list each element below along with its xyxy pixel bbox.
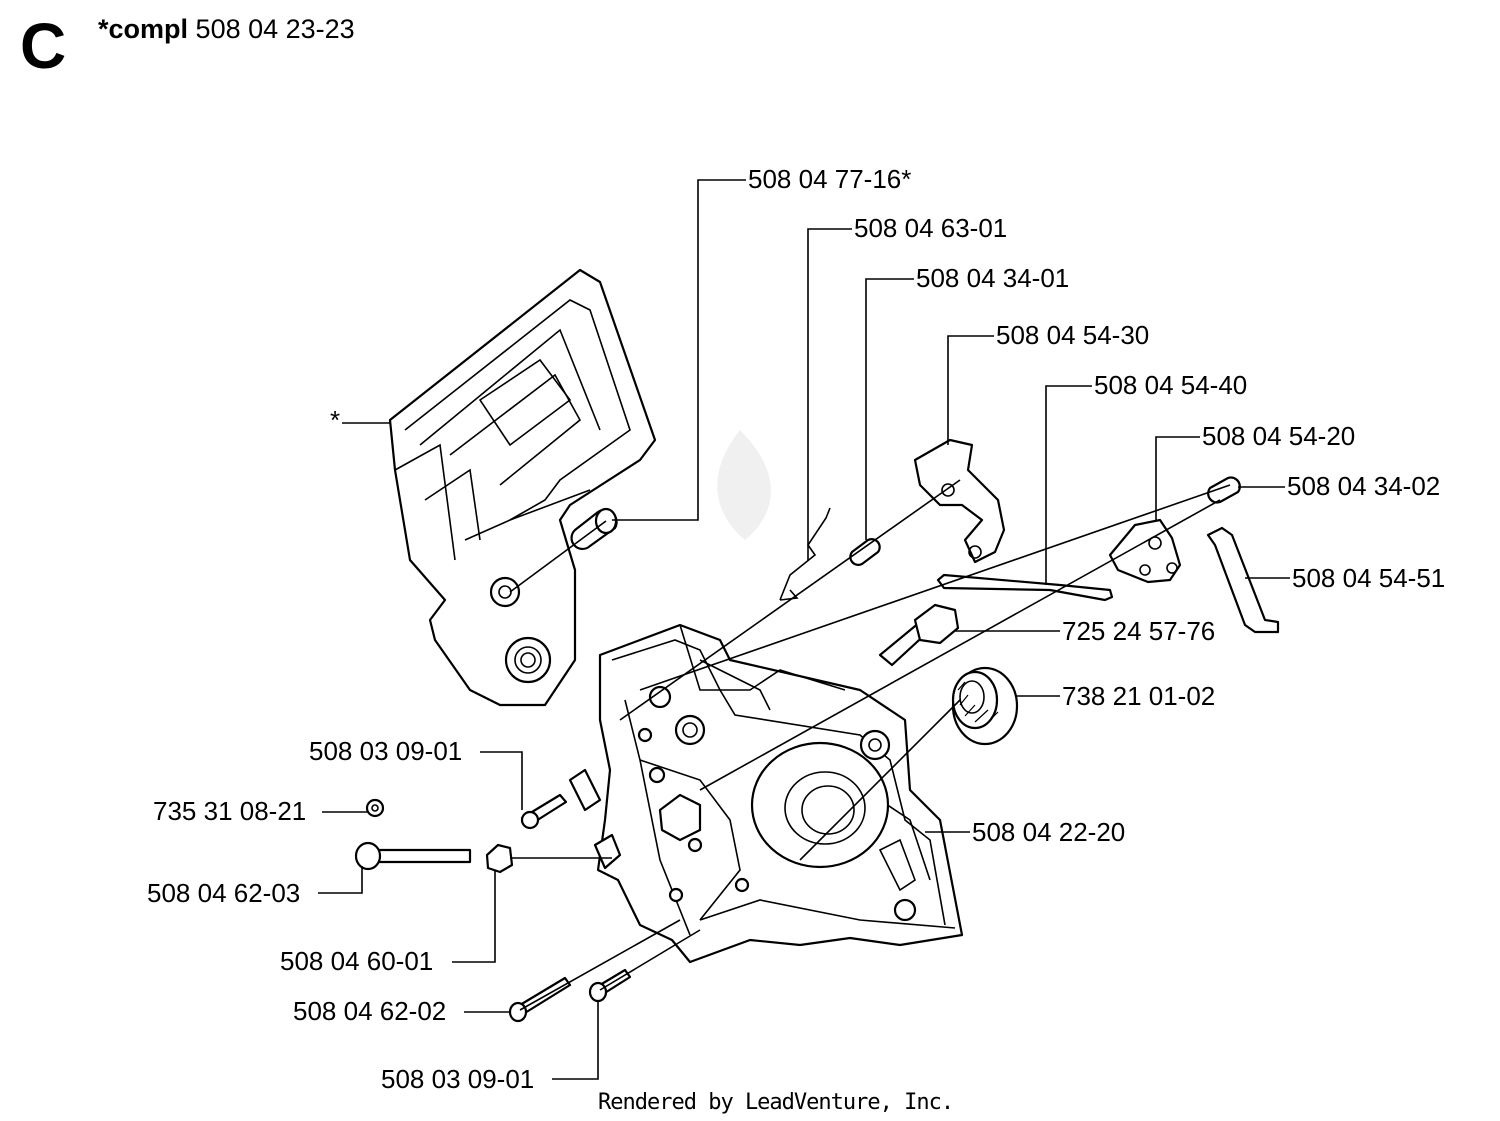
clutch-cover-drawing xyxy=(568,623,964,964)
part-label-508-04-34-02[interactable]: 508 04 34-02 xyxy=(1287,471,1441,501)
complete-assembly-title: *compl 508 04 23-23 xyxy=(98,16,355,43)
part-label-508-04-34-01[interactable]: 508 04 34-01 xyxy=(916,263,1070,293)
part-label-738-21-01-02[interactable]: 738 21 01-02 xyxy=(1062,681,1216,711)
part-label-508-04-22-20[interactable]: 508 04 22-20 xyxy=(972,817,1126,847)
bearing-drawing xyxy=(951,666,1019,746)
part-label-508-03-09-01-upper[interactable]: 508 03 09-01 xyxy=(309,736,463,766)
crank-drawing xyxy=(1206,526,1280,634)
part-label-508-04-54-51[interactable]: 508 04 54-51 xyxy=(1292,563,1446,593)
part-label-735-31-08-21[interactable]: 735 31 08-21 xyxy=(153,796,307,826)
part-label-508-04-62-02[interactable]: 508 04 62-02 xyxy=(293,996,447,1026)
brake-lever-drawing xyxy=(1108,518,1182,584)
part-label-725-24-57-76[interactable]: 725 24 57-76 xyxy=(1062,616,1216,646)
part-label-508-03-09-01-lower[interactable]: 508 03 09-01 xyxy=(381,1064,535,1094)
bushing-2-drawing xyxy=(1207,476,1241,504)
section-letter: C xyxy=(20,10,67,82)
chain-brake-guard-drawing xyxy=(388,268,657,707)
spring-drawing xyxy=(779,507,831,601)
watermark-flame xyxy=(717,430,771,540)
part-label-508-04-60-01[interactable]: 508 04 60-01 xyxy=(280,946,434,976)
compl-prefix: *compl xyxy=(98,14,189,44)
lever-drawing xyxy=(913,438,1006,564)
bushing-drawing xyxy=(849,538,881,566)
small-parts-drawing xyxy=(354,793,632,1023)
part-label-508-04-62-03[interactable]: 508 04 62-03 xyxy=(147,878,301,908)
part-label-508-04-63-01[interactable]: 508 04 63-01 xyxy=(854,213,1008,243)
screw-drawing xyxy=(878,603,960,667)
part-label-508-04-54-30[interactable]: 508 04 54-30 xyxy=(996,320,1150,350)
rendered-by-footer: Rendered by LeadVenture, Inc. xyxy=(598,1090,954,1115)
link-rod-drawing xyxy=(936,573,1114,602)
part-label-508-04-54-20[interactable]: 508 04 54-20 xyxy=(1202,421,1356,451)
compl-part-number: 508 04 23-23 xyxy=(195,14,355,44)
star-marker-label: * xyxy=(330,405,341,435)
part-label-508-04-54-40[interactable]: 508 04 54-40 xyxy=(1094,370,1248,400)
leader-lines xyxy=(318,179,1290,1080)
part-label-508-04-77-16[interactable]: 508 04 77-16* xyxy=(748,164,912,194)
